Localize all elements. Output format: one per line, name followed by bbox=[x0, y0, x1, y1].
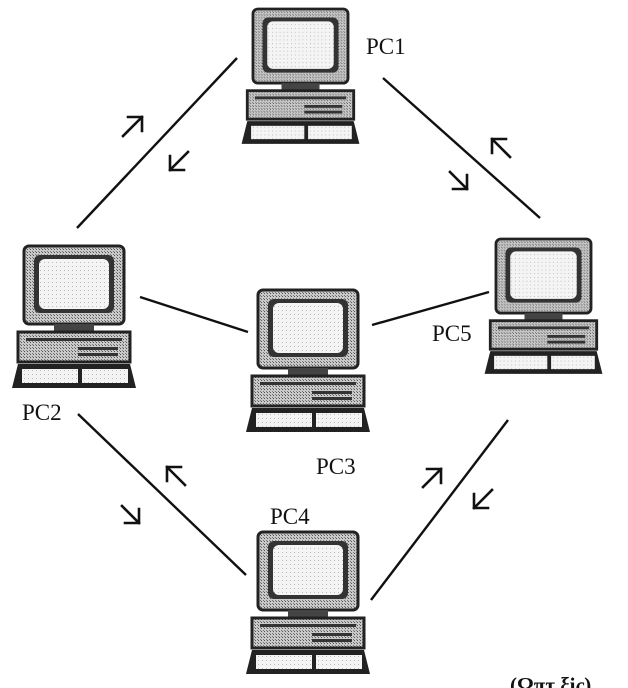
link-pc2-pc4 bbox=[77, 413, 247, 576]
arrow-up-left-icon bbox=[165, 465, 187, 487]
arrow-up-right-icon bbox=[121, 115, 144, 138]
node-label-pc4: PC4 bbox=[270, 504, 310, 529]
desktop-computer-icon bbox=[10, 244, 138, 390]
node-label-pc1: PC1 bbox=[366, 34, 406, 59]
figure-caption: (Ωπτ.ξiς) bbox=[510, 673, 591, 688]
link-pc3-pc5 bbox=[371, 290, 490, 327]
desktop-computer-icon bbox=[244, 288, 372, 434]
arrow-up-left-icon bbox=[490, 137, 512, 159]
node-pc1 bbox=[240, 7, 361, 146]
arrow-down-left-icon bbox=[472, 488, 494, 510]
arrow-down-left-icon bbox=[168, 150, 190, 172]
node-pc4 bbox=[244, 530, 372, 676]
node-label-pc3: PC3 bbox=[316, 454, 356, 479]
link-pc2-pc3 bbox=[139, 295, 249, 334]
direction-arrows bbox=[120, 115, 512, 525]
arrow-down-right-icon bbox=[448, 170, 469, 191]
link-pc1-pc2 bbox=[76, 57, 238, 229]
arrow-down-right-icon bbox=[120, 504, 141, 525]
desktop-computer-icon bbox=[240, 7, 361, 146]
link-pc4-pc5 bbox=[370, 419, 509, 601]
arrow-up-right-icon bbox=[421, 467, 443, 489]
links bbox=[76, 57, 541, 601]
node-pc5 bbox=[483, 237, 604, 376]
node-label-pc2: PC2 bbox=[22, 400, 62, 425]
desktop-computer-icon bbox=[244, 530, 372, 676]
node-label-pc5: PC5 bbox=[432, 321, 472, 346]
node-pc2 bbox=[10, 244, 138, 390]
node-pc3 bbox=[244, 288, 372, 434]
link-pc1-pc5 bbox=[382, 77, 541, 219]
desktop-computer-icon bbox=[483, 237, 604, 376]
